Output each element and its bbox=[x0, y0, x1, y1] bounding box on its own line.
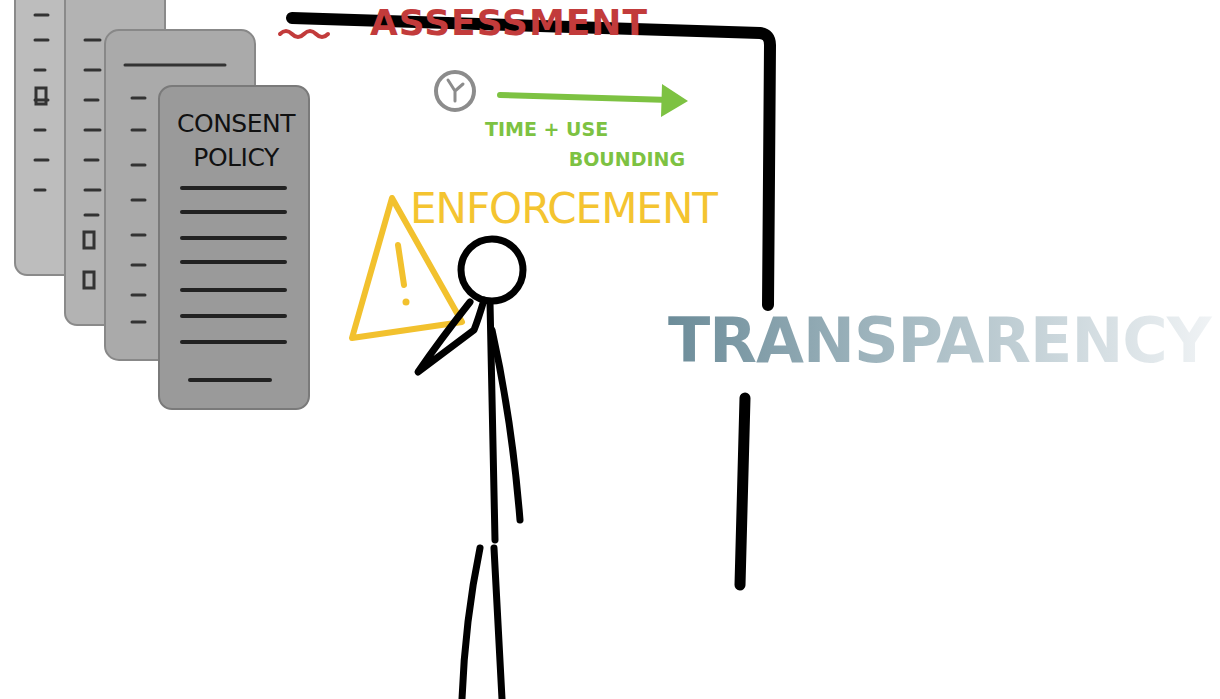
document-text-lines bbox=[182, 188, 285, 380]
checkbox-marks bbox=[36, 88, 94, 288]
bracket-line bbox=[292, 18, 770, 305]
document-sheet bbox=[65, 0, 165, 325]
heading-text: ENFORCEMENT bbox=[410, 184, 755, 233]
heading-text: TRANSPARENCY bbox=[668, 304, 1213, 377]
timeline-arrow bbox=[500, 84, 688, 117]
stick-figure bbox=[418, 239, 523, 699]
document-sheet bbox=[15, 0, 115, 275]
document-card: CONSENT POLICY bbox=[158, 85, 310, 410]
bracket-line bbox=[740, 398, 745, 585]
clock-icon bbox=[436, 72, 474, 110]
annotation-text: TIME + USE BOUNDING bbox=[485, 114, 685, 174]
squiggle-mark bbox=[280, 31, 328, 37]
document-title: CONSENT POLICY bbox=[168, 107, 304, 175]
heading-text: ASSESSMENT bbox=[370, 2, 670, 43]
